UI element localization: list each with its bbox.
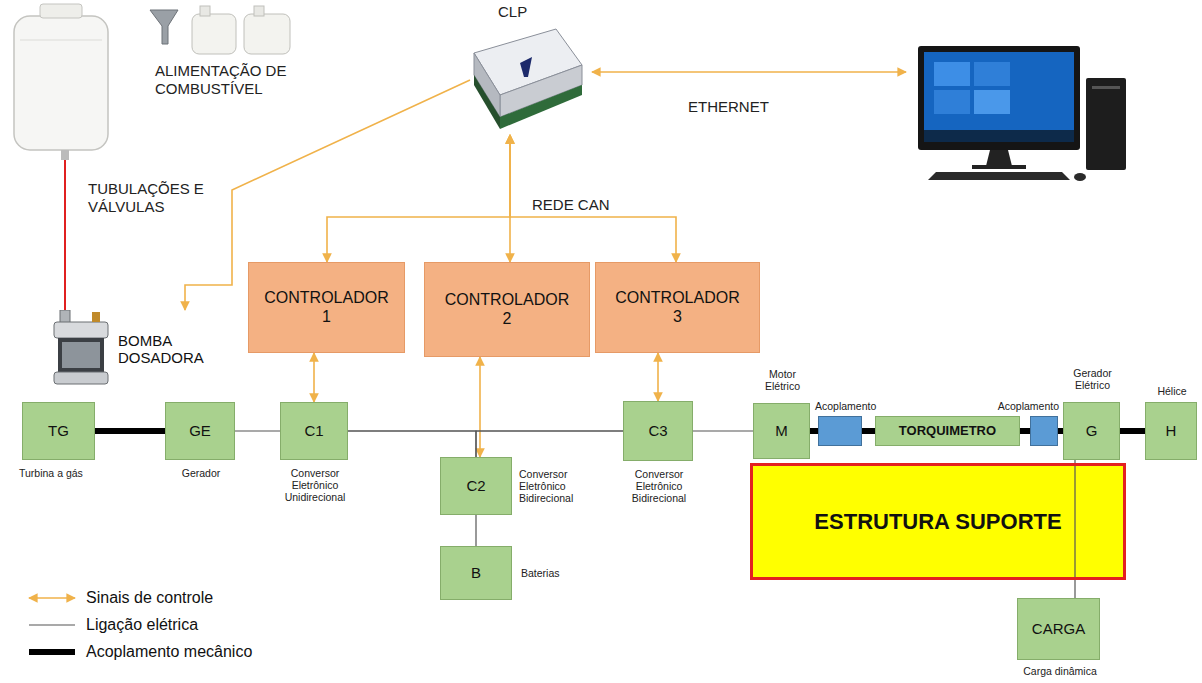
control-signal [657, 353, 659, 401]
mechanical-coupling [95, 428, 165, 434]
dosing-pump: BOMBA DOSADORA [52, 310, 220, 388]
fuel-pipe [64, 160, 66, 310]
node-label: CONTROLADOR 1 [262, 289, 392, 326]
computer [918, 46, 1126, 181]
caption-text: Baterias [521, 567, 581, 579]
electric-link [475, 515, 476, 546]
legend-row: Sinais de controle [26, 584, 252, 611]
legend-text: Sinais de controle [86, 589, 213, 607]
legend-sample [26, 591, 78, 605]
controller-box: CONTROLADOR 2 [424, 262, 590, 357]
support-structure: ESTRUTURA SUPORTE [750, 463, 1126, 580]
legend-row: Ligação elétrica [26, 611, 252, 638]
mechanical-coupling [810, 428, 818, 434]
piping-label: TUBULAÇÕES E VÁLVULAS [88, 180, 213, 216]
node-label: C2 [466, 477, 485, 494]
load-box: CARGACarga dinâmica [1017, 598, 1100, 660]
legend-text: Ligação elétrica [86, 616, 198, 634]
battery-box: BBaterias [440, 546, 512, 600]
node-label: TORQUIMETRO [899, 424, 996, 439]
mechanical-coupling [1020, 428, 1030, 434]
node-label: M [775, 422, 788, 439]
caption-text: Gerador [166, 467, 236, 479]
network-label: REDE CAN [532, 196, 610, 214]
propeller-box: HHélice [1145, 402, 1197, 460]
coupling-block: Acoplamento [818, 416, 862, 446]
caption-text: Turbina a gás [19, 467, 109, 479]
control-signal [327, 135, 510, 262]
legend-row: Acoplamento mecânico [26, 638, 252, 665]
electric-link [693, 430, 753, 431]
generator-box: GEGerador [165, 402, 235, 460]
caption-text: Conversor Eletrônico Bidirecional [619, 468, 699, 504]
legend: Sinais de controleLigação elétricaAcopla… [26, 584, 252, 665]
funnel [150, 10, 178, 44]
node-label: B [471, 564, 481, 581]
generator-box: GGerador Elétrico [1063, 402, 1120, 460]
controller-box: CONTROLADOR 1 [248, 262, 405, 353]
node-label: CONTROLADOR 3 [613, 289, 743, 326]
node-label: C3 [648, 422, 667, 439]
controller-box: CONTROLADOR 3 [595, 262, 760, 353]
caption-text: Acoplamento [815, 400, 881, 412]
caption-text: Acoplamento [995, 400, 1059, 412]
converter-box: C3Conversor Eletrônico Bidirecional [623, 401, 693, 461]
node-label: TG [48, 422, 69, 439]
fuel-jugs [192, 6, 290, 54]
plc-picture [470, 25, 585, 135]
converter-box: C1Conversor Eletrônico Unidirecional [280, 402, 348, 460]
turbine-box: TGTurbina a gás [22, 402, 95, 460]
support-fill [750, 463, 1126, 580]
electric-link [476, 431, 623, 457]
node-label: G [1086, 422, 1098, 439]
electric-link [235, 430, 280, 431]
ethernet-link [592, 71, 906, 73]
caption-text: Motor Elétrico [755, 368, 810, 392]
caption-text: Hélice [1146, 385, 1198, 397]
pump-picture-holder [52, 310, 110, 392]
control-signal [479, 357, 481, 457]
legend-text: Acoplamento mecânico [86, 643, 252, 661]
mechanical-coupling [862, 428, 875, 434]
node-label: CARGA [1032, 620, 1085, 637]
caption-text: Conversor Eletrônico Bidirecional [519, 468, 589, 504]
fuel-supply-label: ALIMENTAÇÃO DE COMBUSTÍVEL [155, 62, 300, 98]
node-label: ESTRUTURA SUPORTE [814, 509, 1061, 534]
network-label: ETHERNET [688, 98, 769, 116]
fuel-tank [14, 4, 108, 160]
pump-picture [52, 310, 110, 388]
caption-text: Conversor Eletrônico Unidirecional [275, 467, 355, 503]
node-label: GE [189, 422, 211, 439]
converter-box: C2Conversor Eletrônico Bidirecional [440, 457, 512, 515]
clp-picture-holder [470, 25, 585, 139]
caption-text: Gerador Elétrico [1065, 367, 1120, 391]
electric-link [348, 431, 476, 457]
node-label: C1 [304, 422, 323, 439]
coupling-block: Acoplamento [1030, 416, 1058, 446]
mechanical-coupling [1120, 428, 1145, 434]
legend-sample [26, 618, 78, 632]
torque-meter-box: TORQUIMETRO [875, 416, 1020, 446]
caption-text: Carga dinâmica [1010, 665, 1110, 677]
motor-box: MMotor Elétrico [753, 403, 810, 459]
plc-device: CLP [470, 25, 585, 135]
control-signal [510, 135, 676, 262]
node-label: BOMBA DOSADORA [118, 332, 210, 367]
control-signal [313, 353, 315, 402]
node-label: H [1166, 422, 1177, 439]
node-label: CONTROLADOR 2 [442, 291, 572, 328]
legend-sample [26, 645, 78, 659]
caption-text: CLP [498, 3, 558, 20]
